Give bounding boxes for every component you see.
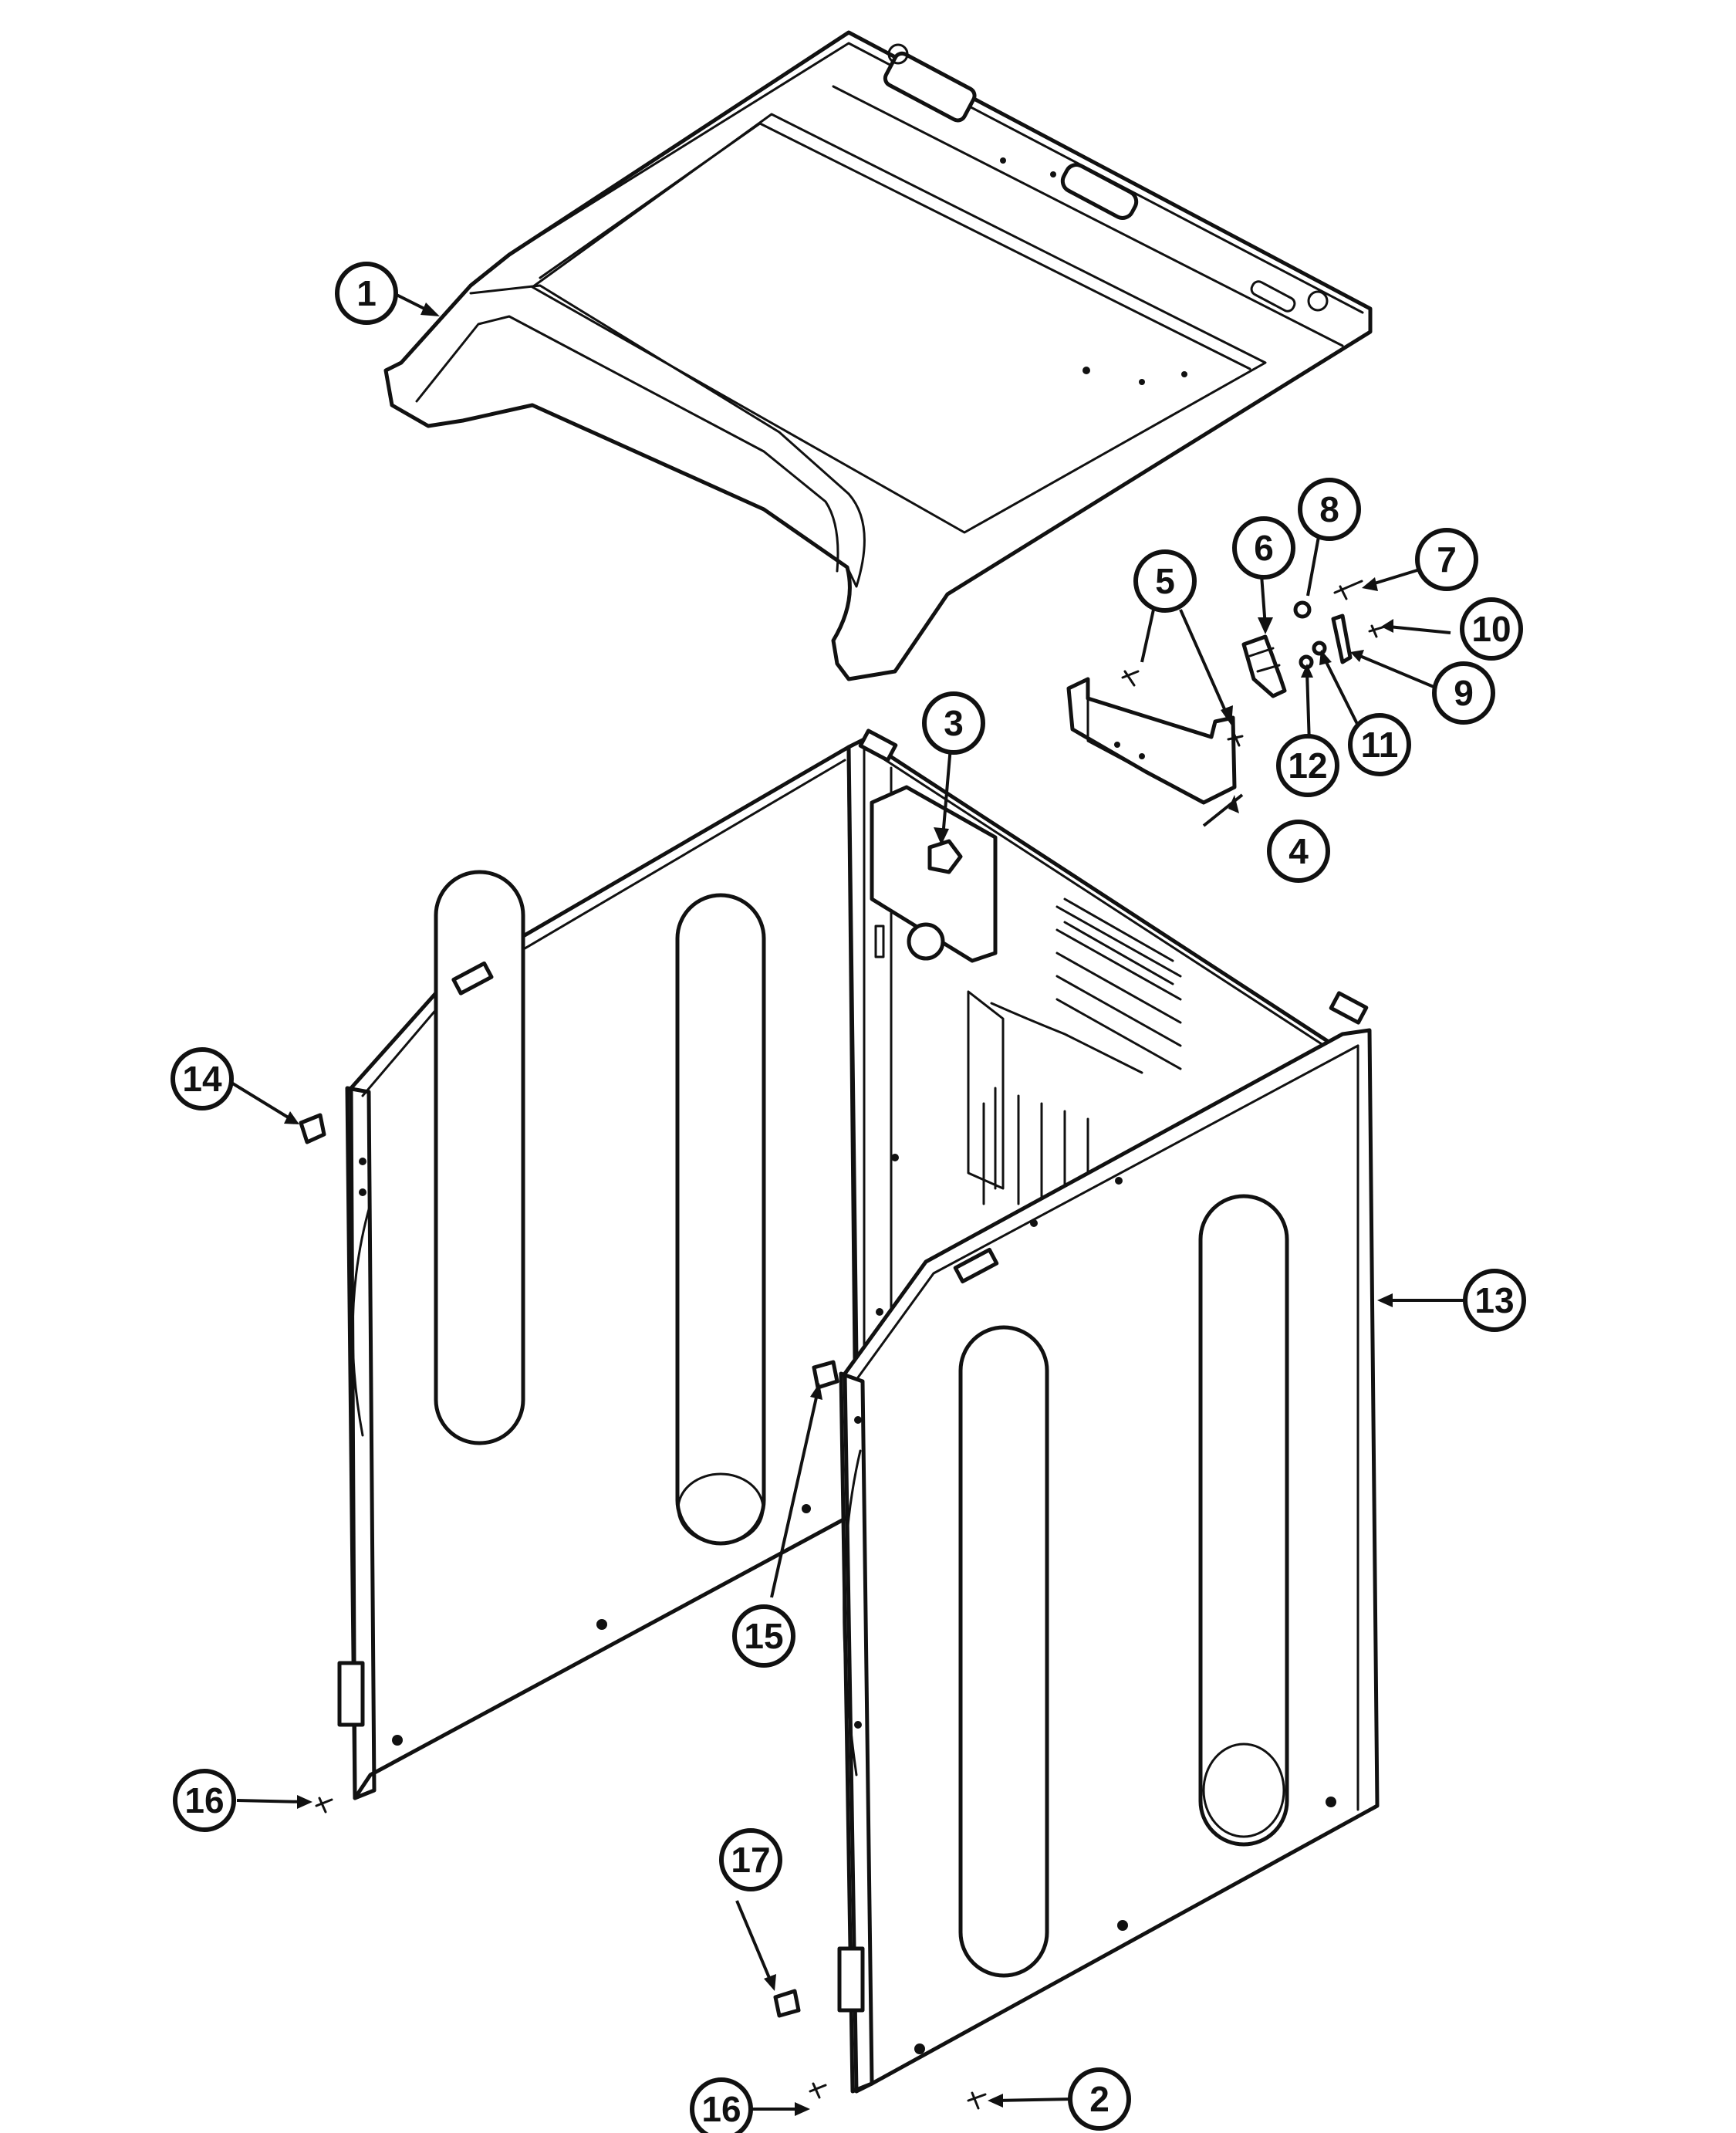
svg-text:14: 14 xyxy=(182,1059,222,1099)
clip-part-14 xyxy=(299,1113,326,1144)
callout-10: 10 xyxy=(1460,597,1523,661)
right-side-panel xyxy=(837,1028,1380,2094)
svg-text:16: 16 xyxy=(701,2089,741,2129)
svg-text:5: 5 xyxy=(1155,561,1175,601)
svg-text:16: 16 xyxy=(184,1780,224,1820)
svg-text:1: 1 xyxy=(356,273,377,313)
callout-8: 8 xyxy=(1298,478,1361,541)
cabinet-back-panel xyxy=(846,737,1367,1514)
svg-text:9: 9 xyxy=(1454,673,1474,713)
callout-9: 9 xyxy=(1432,661,1495,725)
svg-text:8: 8 xyxy=(1319,489,1339,529)
svg-text:6: 6 xyxy=(1254,528,1274,568)
screw-part-2 xyxy=(967,2091,987,2110)
callout-16-left: 16 xyxy=(173,1769,236,1832)
bracket-part-9 xyxy=(1331,614,1353,664)
svg-text:11: 11 xyxy=(1361,725,1399,765)
callout-12: 12 xyxy=(1276,734,1339,797)
svg-text:15: 15 xyxy=(744,1616,783,1656)
callout-15: 15 xyxy=(732,1604,795,1668)
svg-text:4: 4 xyxy=(1288,831,1309,871)
svg-text:3: 3 xyxy=(944,703,964,743)
callout-14: 14 xyxy=(171,1047,234,1110)
bracket-part-4 xyxy=(1066,677,1237,805)
callout-11: 11 xyxy=(1348,713,1411,776)
leader-lines xyxy=(230,292,1470,2116)
screw-part-16a xyxy=(315,1797,333,1814)
screw-part-10 xyxy=(1368,624,1386,638)
callout-17: 17 xyxy=(719,1828,782,1891)
svg-text:13: 13 xyxy=(1474,1280,1514,1320)
left-side-panel xyxy=(337,745,859,1800)
screw-part-5b xyxy=(1227,730,1244,747)
callout-5: 5 xyxy=(1133,549,1197,613)
callout-16-bottom: 16 xyxy=(690,2077,753,2133)
screw-part-5a xyxy=(1121,670,1140,687)
svg-text:12: 12 xyxy=(1288,745,1327,786)
screw-part-7 xyxy=(1333,580,1363,600)
top-panel xyxy=(383,30,1373,681)
callout-6: 6 xyxy=(1232,516,1295,580)
callout-3: 3 xyxy=(922,691,985,755)
foot-part-17 xyxy=(773,1989,801,2018)
washer-part-8 xyxy=(1293,600,1312,619)
callout-7: 7 xyxy=(1415,528,1478,591)
callout-13: 13 xyxy=(1463,1269,1526,1332)
screw-part-16b xyxy=(809,2082,827,2099)
washer-part-11 xyxy=(1312,641,1327,656)
hinge-tab-left xyxy=(858,728,898,762)
hinge-tab-right xyxy=(1329,991,1369,1025)
svg-text:2: 2 xyxy=(1089,2079,1109,2119)
svg-text:10: 10 xyxy=(1471,609,1511,649)
clip-part-15 xyxy=(812,1360,839,1390)
svg-text:7: 7 xyxy=(1437,539,1457,580)
callout-4: 4 xyxy=(1267,820,1330,883)
callout-2: 2 xyxy=(1068,2067,1131,2131)
hinge-part-6 xyxy=(1241,634,1287,698)
callout-1: 1 xyxy=(335,262,398,325)
svg-text:17: 17 xyxy=(731,1840,770,1880)
